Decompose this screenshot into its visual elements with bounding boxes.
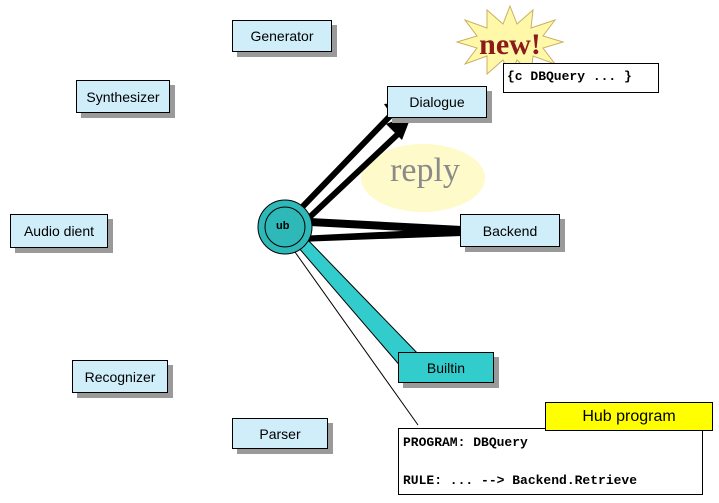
node-audio-client: Audio dient: [10, 214, 108, 248]
node-generator-label: Generator: [250, 28, 314, 44]
node-parser-label: Parser: [259, 425, 301, 442]
node-recognizer-label: Recognizer: [84, 368, 156, 385]
node-audio-client-label: Audio dient: [23, 223, 95, 239]
node-generator: Generator: [232, 20, 332, 52]
rule-line: RULE: ... --> Backend.Retrieve: [403, 473, 638, 488]
node-builtin: Builtin: [398, 352, 494, 383]
hub-inner-ring: [264, 206, 306, 248]
reply-callout: reply: [390, 152, 460, 189]
new-burst-icon: new!: [455, 4, 565, 78]
dialogue-arrow-line-2: [293, 131, 401, 233]
dialogue-arrow-head-2: [386, 114, 412, 140]
reply-glow: [361, 144, 485, 212]
backend-connector-bottom: [298, 228, 462, 242]
node-backend-label: Backend: [482, 222, 538, 239]
hub-program-code: PROGRAM: DBQuery RULE: ... --> Backend.R…: [398, 428, 703, 495]
node-synthesizer: Synthesizer: [76, 80, 170, 113]
hub-program-title-text: Hub program: [582, 407, 676, 425]
node-dialogue: Dialogue: [387, 86, 487, 118]
node-parser: Parser: [232, 418, 328, 449]
dbquery-message-text: {c DBQuery ... }: [507, 69, 632, 84]
node-builtin-label: Builtin: [426, 359, 466, 376]
node-backend: Backend: [460, 214, 560, 247]
new-label: new!: [479, 28, 541, 61]
program-line: PROGRAM: DBQuery: [403, 435, 528, 450]
hub-program-leader-line: [289, 244, 419, 426]
node-recognizer: Recognizer: [72, 360, 168, 393]
hub-label: ub: [276, 220, 290, 232]
reply-label: reply: [390, 152, 460, 189]
builtin-connector: [291, 237, 423, 369]
dbquery-message: {c DBQuery ... }: [503, 63, 659, 93]
hub-program-title: Hub program: [545, 402, 713, 431]
node-synthesizer-label: Synthesizer: [86, 88, 160, 105]
node-dialogue-label: Dialogue: [409, 94, 465, 110]
